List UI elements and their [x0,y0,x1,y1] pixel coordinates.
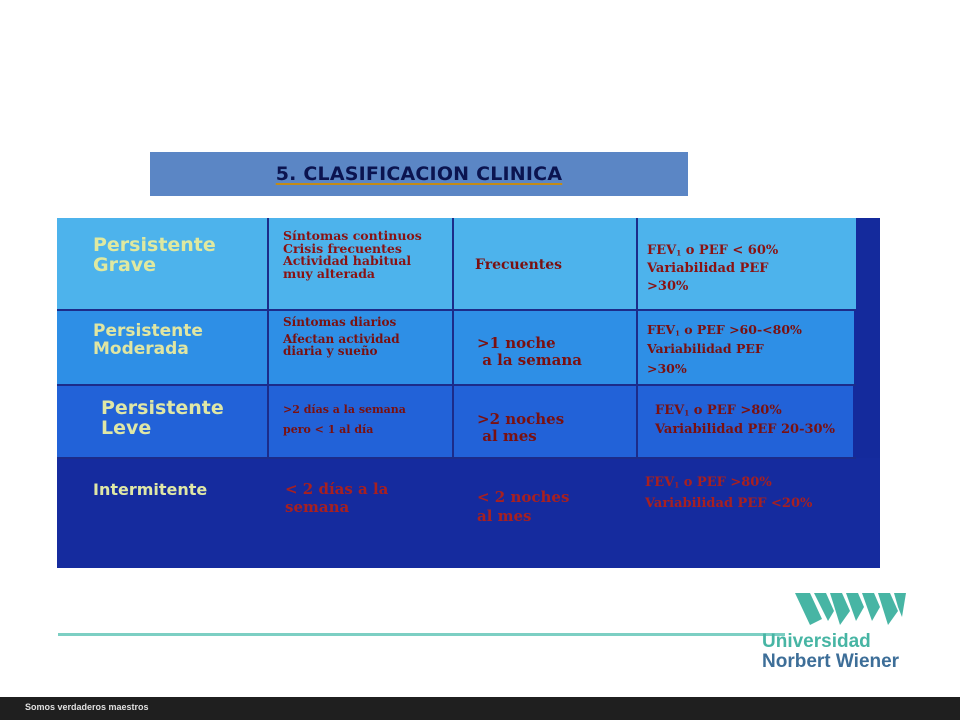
fev-value: o PEF >80% [689,403,782,418]
symptoms-line: >2 días a la semana [283,403,406,416]
symptoms-cell: Síntomas diarios Afectan actividad diari… [283,316,400,391]
university-name-line: Universidad [762,631,871,652]
function-line: Variabilidad PEF [647,341,764,357]
function-cell: FEV1 o PEF < 60% Variabilidad PEF >30% [647,242,778,334]
table-row: Persistente Grave Síntomas continuos Cri… [57,218,856,310]
night-line: a la semana [477,351,583,370]
night-line: Frecuentes [475,257,563,273]
fev-value: o PEF >80% [679,475,772,490]
column-divider [636,218,638,458]
fev-label: FEV [647,243,677,258]
night-cell: Frecuentes [475,258,562,350]
symptoms-cell: Síntomas continuos Crisis frecuentes Act… [283,228,422,322]
symptoms-line: Actividad habitual [283,253,412,268]
function-cell: FEV1 o PEF >80% Variabilidad PEF <20% [645,473,812,568]
symptoms-cell: < 2 días a la semana [285,480,388,568]
level-cell: Persistente Grave [93,234,216,328]
fev-subscript: 1 [674,480,680,490]
row-divider [57,384,856,386]
symptoms-line: pero < 1 al día [283,422,374,436]
fev-label: FEV [645,475,675,490]
row-divider [57,309,856,311]
function-line: Variabilidad PEF [647,261,769,277]
fev-subscript: 1 [675,329,680,338]
level-line: Leve [101,416,152,439]
function-line: FEV1 o PEF >80% [645,473,812,494]
university-name: Universidad Norbert Wiener [762,631,912,673]
function-line: FEV1 o PEF < 60% [647,242,778,260]
slide-title-bar: 5. CLASIFICACION CLINICA [150,152,688,196]
function-line: >30% [647,279,689,295]
symptoms-line: Síntomas continuos [283,228,422,243]
function-line: Variabilidad PEF 20-30% [655,421,835,437]
university-name-line: Norbert Wiener [762,651,900,673]
slide-title: 5. CLASIFICACION CLINICA [275,163,563,185]
symptoms-cell: >2 días a la semana pero < 1 al día [283,400,406,473]
column-divider [267,218,269,458]
fev-value: o PEF >60-<80% [679,322,802,337]
night-line: < 2 noches [477,488,570,506]
fev-subscript: 1 [676,248,682,258]
night-cell: >1 noche a la semana [477,334,583,410]
table-row: Intermitente < 2 días a la semana < 2 no… [57,458,880,568]
night-cell: >2 noches al mes [477,410,565,484]
function-line: >30% [647,360,687,376]
function-line: Variabilidad PEF <20% [645,495,813,511]
table-row: Persistente Leve >2 días a la semana per… [57,385,853,458]
table-row: Persistente Moderada Síntomas diarios Af… [57,310,854,385]
function-line: FEV1 o PEF >60-<80% [647,320,802,339]
level-cell: Persistente Leve [101,397,224,472]
symptoms-line: Afectan actividad [283,332,400,346]
column-divider [452,218,454,458]
level-line: Persistente [101,397,224,419]
footer-slogan: Somos verdaderos maestros [25,702,149,712]
classification-table: Persistente Grave Síntomas continuos Cri… [57,218,880,568]
level-cell: Intermitente [93,480,208,568]
level-line: Persistente [93,234,216,256]
fev-label: FEV [647,322,676,337]
symptoms-line: muy alterada [283,265,376,281]
fev-label: FEV [655,403,685,418]
level-line: Moderada [93,338,189,359]
night-line: >1 noche [477,334,556,352]
university-logo-icon [795,593,906,625]
symptoms-line: Crisis frecuentes [283,240,402,256]
function-line: FEV1 o PEF >80% [655,402,835,421]
row-divider [57,457,856,459]
level-cell: Persistente Moderada [93,321,203,398]
night-line: al mes [477,506,532,525]
function-cell: FEV1 o PEF >60-<80% Variabilidad PEF >30… [647,320,802,395]
symptoms-line: < 2 días a la [285,480,389,498]
symptoms-line: Síntomas diarios [283,315,397,329]
footer-bar: Somos verdaderos maestros [0,697,960,720]
level-line: Persistente [93,321,203,341]
fev-value: o PEF < 60% [681,243,779,258]
night-line: >2 noches [477,410,565,428]
function-cell: FEV1 o PEF >80% Variabilidad PEF 20-30% [655,402,835,475]
symptoms-line: diaria y sueño [283,344,378,358]
night-line: al mes [477,427,537,446]
fev-subscript: 1 [684,408,690,418]
level-line: Grave [93,253,157,276]
level-line: Intermitente [93,480,208,499]
footer-divider-line [58,633,785,636]
night-cell: < 2 noches al mes [477,488,569,568]
symptoms-line: semana [285,498,350,516]
